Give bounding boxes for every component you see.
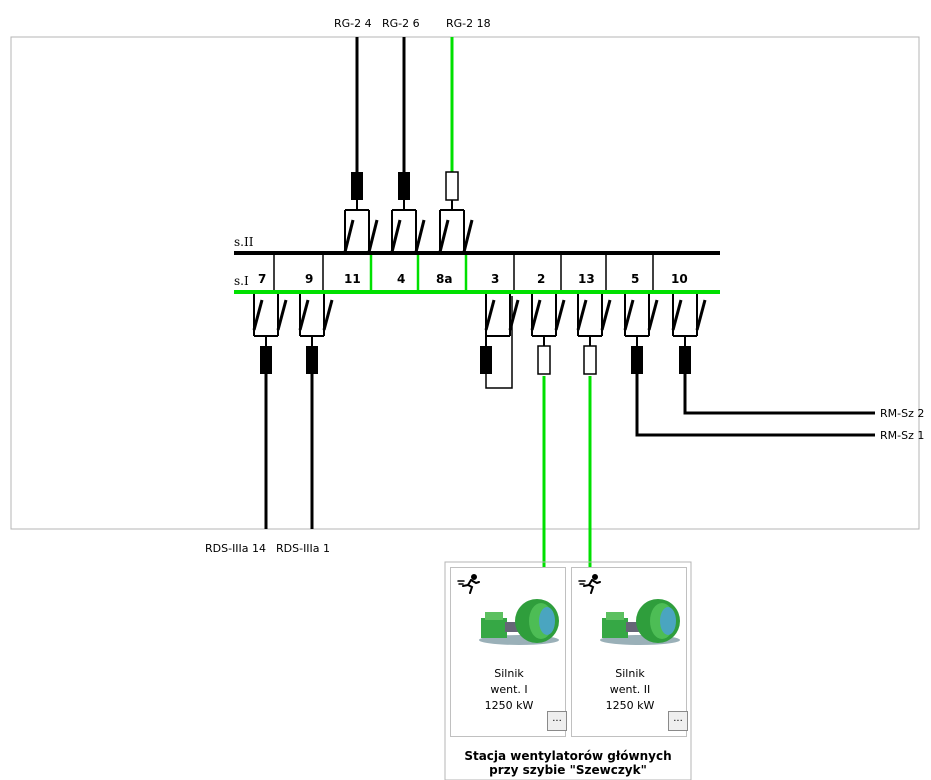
- bus-label-lower: s.I: [234, 274, 249, 288]
- coupler-links: [369, 255, 468, 290]
- feeder-label-rmsz-1: RM-Sz 1: [880, 429, 924, 442]
- fuse-rg2-18: [445, 171, 459, 201]
- fan-image: [598, 596, 682, 646]
- motor-2-title: Silnik: [615, 667, 645, 680]
- breaker-field-13[interactable]: [576, 294, 612, 337]
- feeder-label-rmsz-2: RM-Sz 2: [880, 407, 924, 420]
- station-frame: [444, 561, 692, 780]
- bus-label-upper: s.II: [234, 235, 254, 249]
- fuse-field-9: [306, 346, 318, 374]
- feeder-label-rg2-18: RG-2 18: [446, 17, 491, 30]
- field-3-loop: [485, 296, 513, 389]
- station-title: Stacja wentylatorów głównych przy szybie…: [445, 749, 691, 777]
- feeder-label-rds-1: RDS-IIIa 1: [276, 542, 330, 555]
- field-3: 3: [491, 272, 499, 286]
- running-man-icon: [578, 574, 604, 598]
- motor-2-name: went. II: [609, 683, 651, 696]
- station-title-line-1: Stacja wentylatorów głównych: [464, 749, 672, 763]
- field-13: 13: [578, 272, 595, 286]
- fuse-field-13: [583, 345, 597, 375]
- feeder-label-rg2-4: RG-2 4: [334, 17, 372, 30]
- motor-2-power: 1250 kW: [605, 699, 655, 712]
- fuse-field-3: [480, 346, 492, 374]
- fuse-field-7: [260, 346, 272, 374]
- field-4: 4: [397, 272, 405, 286]
- field-9: 9: [305, 272, 313, 286]
- field-10: 10: [671, 272, 688, 286]
- breaker-field-3[interactable]: [484, 294, 520, 337]
- field-5: 5: [631, 272, 639, 286]
- motor-card-1[interactable]: Silnik went. I 1250 kW ...: [450, 567, 567, 737]
- feeder-label-rds-14: RDS-IIIa 14: [205, 542, 266, 555]
- breaker-field-2[interactable]: [530, 294, 566, 337]
- field-2: 2: [537, 272, 545, 286]
- motor-1-details-button[interactable]: ...: [547, 711, 567, 731]
- field-7: 7: [258, 272, 266, 286]
- feeder-label-rg2-6: RG-2 6: [382, 17, 420, 30]
- motor-1-title: Silnik: [494, 667, 524, 680]
- fuse-rg2-6: [398, 172, 410, 200]
- motor-card-2[interactable]: Silnik went. II 1250 kW ...: [571, 567, 688, 737]
- breaker-rg2-4[interactable]: [343, 209, 379, 253]
- running-man-icon: [457, 574, 483, 598]
- breaker-rg2-18[interactable]: [438, 209, 474, 253]
- field-11: 11: [344, 272, 361, 286]
- fuse-field-10: [679, 346, 691, 374]
- field-8a: 8a: [436, 272, 452, 286]
- station-title-line-2: przy szybie "Szewczyk": [489, 763, 647, 777]
- motor-1-name: went. I: [490, 683, 528, 696]
- motor-1-power: 1250 kW: [484, 699, 534, 712]
- motor-2-details-button[interactable]: ...: [668, 711, 688, 731]
- fuse-field-2: [537, 345, 551, 375]
- fan-image: [477, 596, 561, 646]
- feeder-line-rmsz-1: [635, 374, 875, 437]
- fuse-rg2-4: [351, 172, 363, 200]
- breaker-rg2-6[interactable]: [390, 209, 426, 253]
- feeder-line-rmsz-2: [683, 374, 875, 415]
- fuse-field-5: [631, 346, 643, 374]
